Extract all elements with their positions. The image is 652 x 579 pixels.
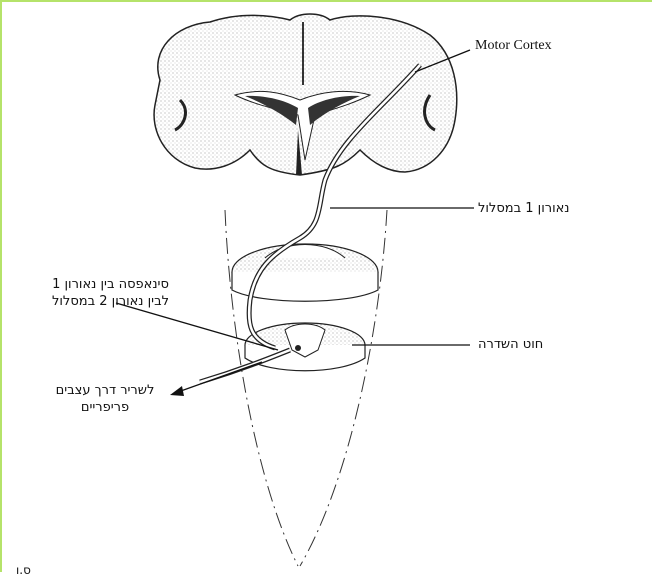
label-neuron-1: נאורון 1 במסלול xyxy=(478,201,570,216)
motor-cortex-pointer xyxy=(414,49,471,73)
label-motor-cortex: Motor Cortex xyxy=(475,38,552,53)
label-spinal-cord: חוט השדרה xyxy=(478,337,544,352)
label-synapse-line1: סינאפסה בין נאורון 1 xyxy=(52,277,169,292)
synapse-pointer xyxy=(115,302,279,351)
label-muscle-line1: לשריר דרך עצבים xyxy=(55,383,155,398)
label-muscle: לשריר דרך עצבים פריפריים xyxy=(40,382,170,416)
cone-right-line xyxy=(299,209,388,567)
brain-cross-section xyxy=(153,13,458,176)
label-synapse: סינאפסה בין נאורון 1 לבין נאורון 2 במסלו… xyxy=(28,276,193,310)
label-synapse-line2: לבין נאורון 2 במסלול xyxy=(52,294,169,309)
arrow-head-icon xyxy=(170,386,184,396)
label-muscle-line2: פריפריים xyxy=(80,400,130,415)
cone-left-line xyxy=(224,209,299,567)
muscle-arrow xyxy=(177,361,263,393)
corner-mark: ס.ו xyxy=(16,563,31,577)
spinal-segment-lower xyxy=(244,322,366,372)
